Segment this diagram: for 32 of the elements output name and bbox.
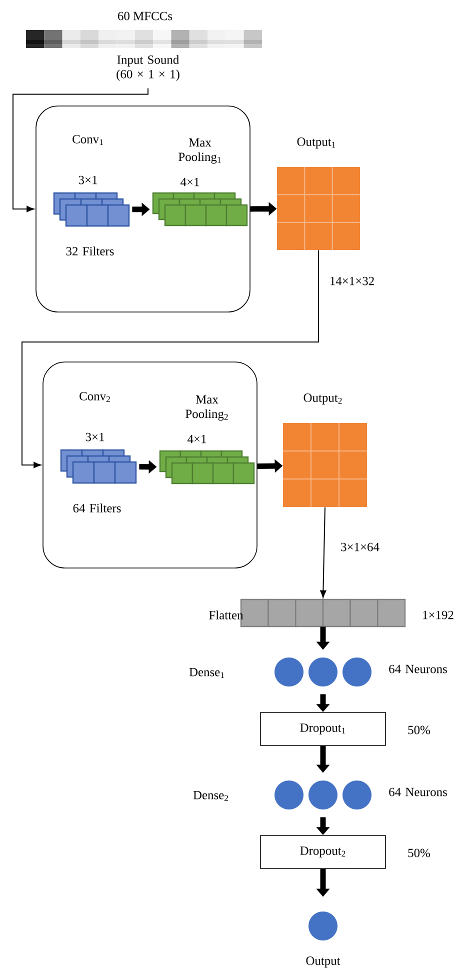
filter-count: 32 Filters bbox=[66, 246, 114, 256]
layer-label: Conv$_{2}$ bbox=[80, 392, 110, 402]
layer-label: Dense$_{1}$ bbox=[189, 668, 224, 678]
dropout-box: Dropout$_{2}$ bbox=[260, 835, 386, 869]
neuron-count: 64 Neurons bbox=[389, 788, 447, 796]
pool-size: 4×1 bbox=[180, 178, 199, 186]
kernel-size: 3×1 bbox=[86, 432, 104, 442]
layer-label: Conv$_{1}$ bbox=[72, 134, 103, 146]
layer-label: Max Pooling$_{1}$ bbox=[178, 138, 221, 164]
dropout-box: Dropout$_{1}$ bbox=[260, 712, 386, 746]
layer-label: Dense$_{2}$ bbox=[193, 791, 228, 801]
layer-label: Max Pooling$_{2}$ bbox=[186, 395, 228, 421]
kernel-size: 3×1 bbox=[78, 176, 97, 184]
arrow bbox=[12, 88, 148, 212]
neuron-count: 64 Neurons bbox=[389, 664, 447, 674]
shape-label: 1×192 bbox=[423, 610, 454, 620]
layer-group-box bbox=[36, 106, 250, 312]
node-label: 60 MFCCs bbox=[118, 12, 172, 20]
rate-label: 50% bbox=[408, 726, 430, 734]
layer-label: Output bbox=[306, 956, 340, 968]
layer-label: Output$_{2}$ bbox=[304, 394, 342, 404]
filter-count: 64 Filters bbox=[73, 504, 121, 512]
edge-label: 14×1×32 bbox=[328, 276, 376, 286]
edge-label: 3×1×64 bbox=[340, 542, 380, 552]
pool-size: 4×1 bbox=[188, 434, 206, 444]
layer-group-box bbox=[42, 362, 258, 568]
arrow bbox=[320, 506, 326, 598]
layer-label: Output$_{1}$ bbox=[297, 138, 336, 148]
arrow bbox=[22, 250, 319, 468]
node-label: Input Sound (60 × 1 × 1) bbox=[116, 55, 180, 81]
rate-label: 50% bbox=[408, 848, 430, 858]
layer-label: Flatten bbox=[209, 610, 244, 620]
